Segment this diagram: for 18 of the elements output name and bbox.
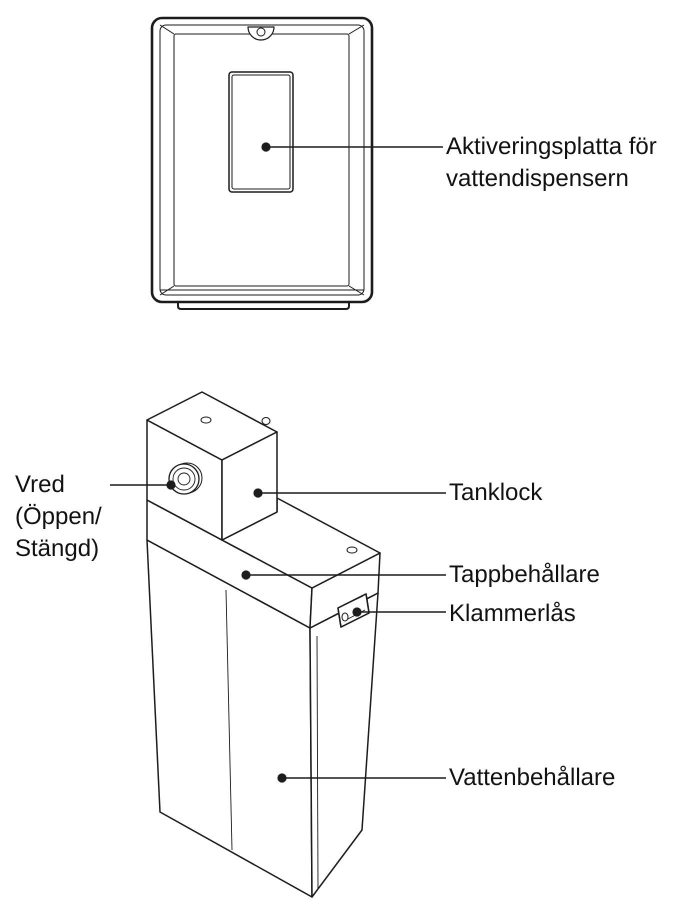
leader-line xyxy=(352,607,446,617)
leader-line xyxy=(261,142,443,152)
leader-line xyxy=(110,480,176,490)
tank-lid xyxy=(146,391,278,541)
part-label: Klammerlås xyxy=(449,598,576,630)
part-label: Vattenbehållare xyxy=(449,762,616,794)
leader-line xyxy=(277,773,446,783)
part-label: Aktiveringsplatta för vattendispensern xyxy=(446,131,674,195)
leader-line xyxy=(253,488,446,498)
tap-container xyxy=(146,497,381,629)
part-label: Tanklock xyxy=(449,477,542,509)
leader-line xyxy=(241,570,446,580)
activation-plate xyxy=(228,71,294,193)
rotary-knob xyxy=(168,462,202,495)
part-label: Tappbehållare xyxy=(449,559,600,591)
part-label: Vred (Öppen/ Stängd) xyxy=(15,469,107,565)
clamp-lock xyxy=(337,593,370,628)
water-container xyxy=(146,539,379,898)
